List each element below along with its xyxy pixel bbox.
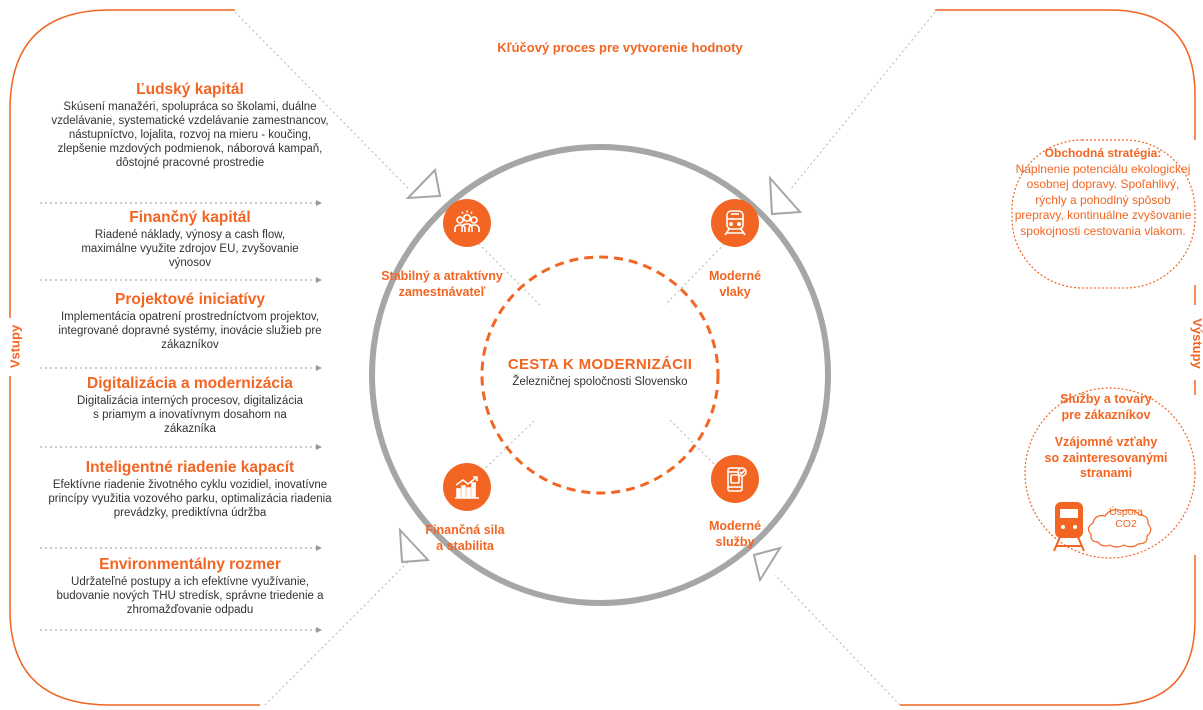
output-line: so zainteresovanými [1044,450,1168,465]
ring-arrow-bottom-left [398,527,431,564]
input-title: Projektové iniciatívy [115,291,265,308]
chart-icon [443,463,491,511]
input-text: Implementácia opatrení prostredníctvom p… [58,311,322,351]
node-label-trains: Moderné vlaky [690,268,780,300]
center-title: CESTA K MODERNIZÁCII [507,356,693,373]
node-label-line: Moderné [708,269,762,283]
center-dashed-circle [480,255,720,495]
outputs-label: Výstupy [1190,318,1203,369]
node-label-services: Moderné služby [695,518,775,550]
input-title: Ľudský kapitál [136,81,244,98]
value-process-title: Kľúčový proces pre vytvorenie hodnoty [497,40,743,55]
people-icon [443,199,491,247]
node-label-line: Moderné [708,519,762,533]
business-strategy: Obchodná stratégia: Naplnenie potenciálu… [1013,146,1193,239]
node-label-line: Finančná sila [425,523,505,537]
input-text: Skúsení manažéri, spolupráca so školami,… [51,101,329,169]
node-label-line: zamestnávateľ [398,285,486,299]
outer-frame-right-top [935,9,1196,140]
cloud-line: CO2 [1115,518,1137,530]
output-line: Služby a tovary [1060,392,1152,406]
strategy-text: Naplnenie potenciálu ekologickej osobnej… [1014,161,1192,238]
input-text: Riadené náklady, výnosy a cash flow, max… [81,229,299,269]
outputs-block: Služby a tovary pre zákazníkov Vzájomné … [1026,392,1186,482]
ring-arrow-bottom-right [752,546,783,583]
input-financial-capital: Finančný kapitál Riadené náklady, výnosy… [40,208,340,270]
input-title: Environmentálny rozmer [99,556,281,573]
output-line: pre zákazníkov [1061,407,1151,422]
node-label-finance: Finančná sila a stabilita [410,522,520,554]
input-human-capital: Ľudský kapitál Skúsení manažéri, spolupr… [40,80,340,170]
process-ring [369,144,831,606]
input-digitalization: Digitalizácia a modernizácia Digitalizác… [40,374,340,436]
outer-frame-right-bottom [900,555,1196,706]
node-label-line: vlaky [719,285,751,299]
output-line: Vzájomné vzťahy [1054,435,1158,449]
co2-saving-label: Úspora CO2 [1096,506,1156,530]
train-icon [711,199,759,247]
train-eco-icon [1053,502,1152,552]
cloud-icon [1087,509,1152,548]
node-label-line: a stabilita [436,539,494,553]
center-subtitle: Železničnej spoločnosti Slovensko [512,376,688,388]
node-label-line: služby [715,535,755,549]
input-text: Efektívne riadenie životného cyklu vozid… [48,479,332,519]
cloud-line: Úspora [1109,506,1143,518]
input-text: Udržateľné postupy a ich efektívne využí… [56,576,324,616]
output-line: stranami [1079,466,1133,480]
strategy-title: Obchodná stratégia: [1044,146,1162,160]
phone-icon [711,455,759,503]
ring-arrow-top-left [405,167,442,200]
node-label-employer: Stabilný a atraktívny zamestnávateľ [362,268,522,300]
input-project-initiatives: Projektové iniciatívy Implementácia opat… [40,290,340,352]
input-title: Inteligentné riadenie kapacít [85,459,295,476]
inputs-label: Vstupy [7,324,23,369]
node-label-line: Stabilný a atraktívny [381,269,503,283]
input-title: Digitalizácia a modernizácia [87,375,293,392]
input-capacity-management: Inteligentné riadenie kapacít Efektívne … [40,458,340,520]
input-environmental: Environmentálny rozmer Udržateľné postup… [40,555,340,617]
ring-arrow-top-right [768,175,803,216]
input-title: Finančný kapitál [129,209,251,226]
input-text: Digitalizácia interných procesov, digita… [76,395,304,435]
